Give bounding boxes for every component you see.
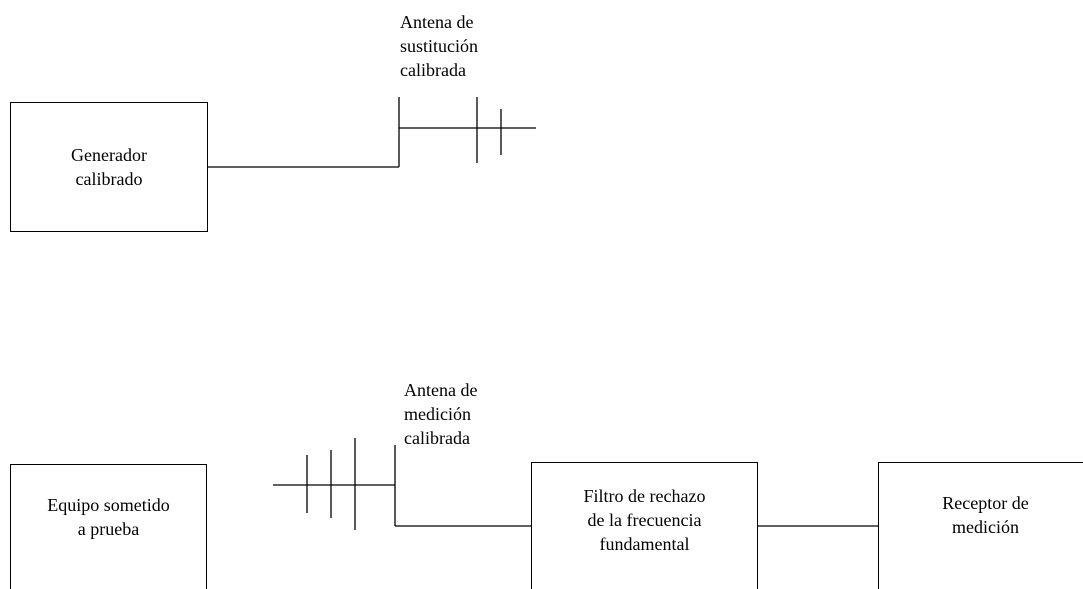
filter-box: Filtro de rechazo de la frecuencia funda… [531, 462, 758, 589]
substitution-antenna-label: Antena de sustitución calibrada [400, 12, 479, 80]
filter-box-label: Filtro de rechazo de la frecuencia funda… [583, 486, 706, 554]
eut-box: Equipo sometido a prueba [10, 464, 207, 589]
substitution-antenna-icon [399, 97, 536, 163]
receiver-box: Receptor de medición [878, 462, 1083, 589]
measurement-antenna-icon [273, 438, 395, 530]
receiver-box-label: Receptor de medición [942, 493, 1029, 537]
measurement-antenna-label: Antena de medición calibrada [404, 380, 478, 448]
generator-box: Generador calibrado [10, 102, 208, 232]
eut-box-label: Equipo sometido a prueba [47, 495, 170, 539]
generator-box-label: Generador calibrado [71, 145, 147, 189]
